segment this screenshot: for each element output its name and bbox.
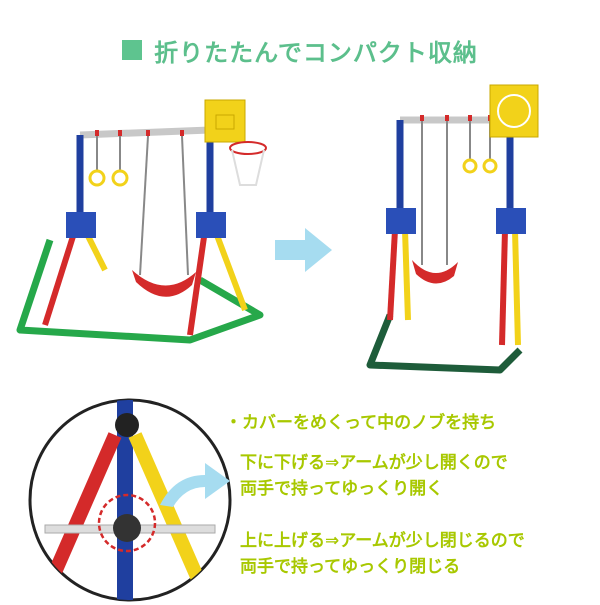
note-pull-down-line-1: 下に下げる⇒アームが少し開くので [240, 453, 508, 473]
callout-arrow-icon [160, 463, 230, 507]
note-pull-down-line-2: 両手で持ってゆっくり開く [240, 479, 444, 499]
title-text: 折りたたんでコンパクト収納 [154, 38, 478, 67]
folded-swing-set-illustration [366, 84, 539, 374]
transition-arrow-icon [275, 228, 332, 272]
note-push-up: 上に上げる⇒アームが少し閉じるので 両手で持ってゆっくり閉じる [240, 528, 525, 580]
note-pull-down: 下に下げる⇒アームが少し開くので 両手で持ってゆっくり開く [240, 450, 508, 502]
hinge-closeup-illustration [28, 398, 232, 602]
title-square-icon [122, 40, 143, 60]
note-bullet: ・カバーをめくって中のノブを持ち [225, 413, 497, 433]
note-push-up-line-2: 両手で持ってゆっくり閉じる [240, 557, 461, 577]
note-push-up-line-1: 上に上げる⇒アームが少し閉じるので [240, 531, 525, 551]
page-title: 折りたたんでコンパクト収納 [0, 30, 600, 70]
open-swing-set-illustration [16, 99, 267, 344]
